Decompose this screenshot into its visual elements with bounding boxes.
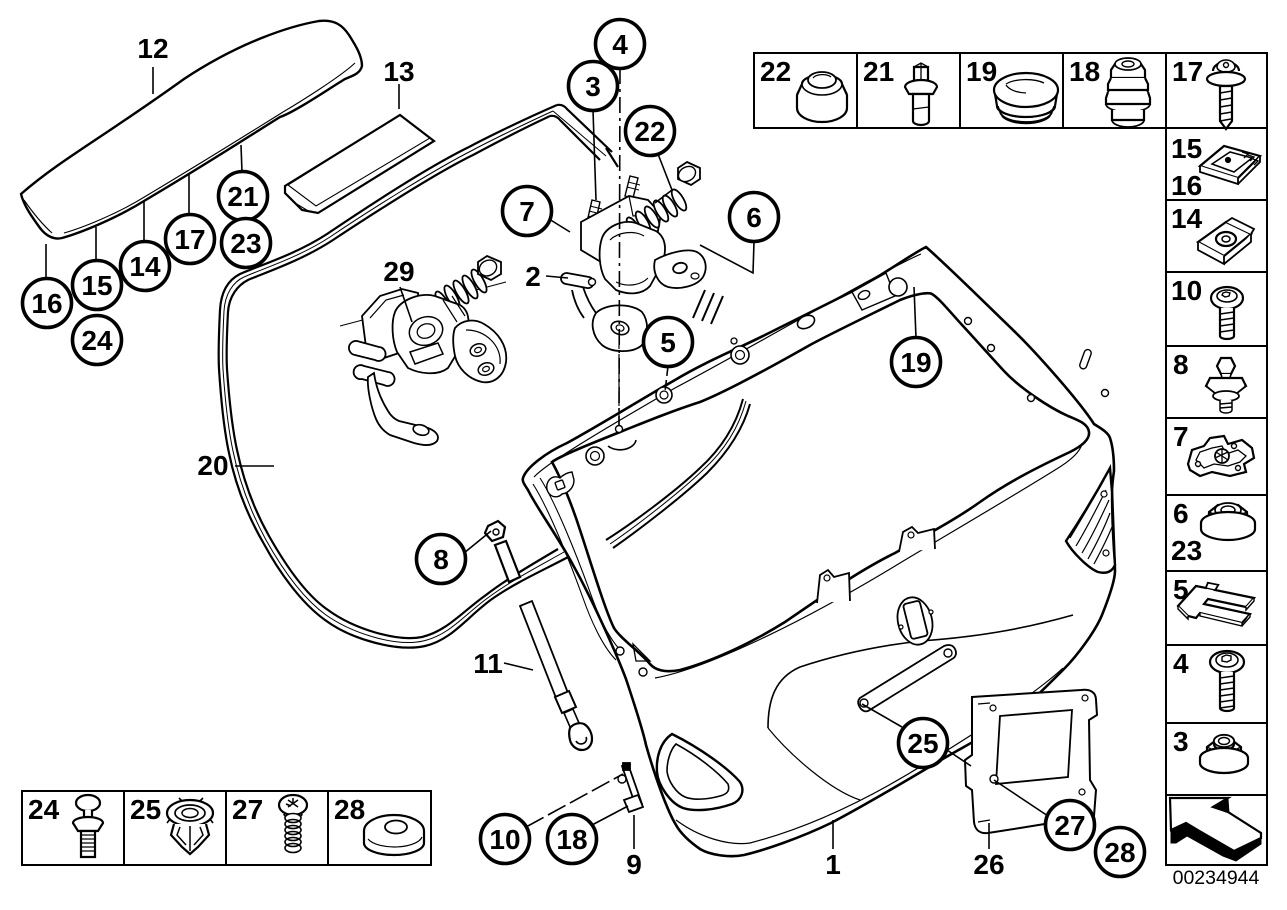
svg-text:27: 27 [232,794,263,825]
svg-text:15: 15 [81,270,112,301]
svg-text:18: 18 [556,824,587,855]
svg-text:23: 23 [230,228,261,259]
svg-text:22: 22 [634,116,665,147]
svg-text:25: 25 [907,728,938,759]
svg-text:6: 6 [746,202,762,233]
svg-text:4: 4 [612,29,628,60]
svg-text:1: 1 [825,849,841,880]
svg-text:15: 15 [1171,133,1202,164]
svg-text:17: 17 [174,224,205,255]
svg-text:8: 8 [433,544,449,575]
svg-text:23: 23 [1171,535,1202,566]
svg-text:28: 28 [1104,837,1135,868]
svg-text:27: 27 [1054,810,1085,841]
svg-text:00234944: 00234944 [1173,867,1260,889]
svg-text:10: 10 [1171,275,1202,306]
svg-text:12: 12 [137,33,168,64]
svg-text:19: 19 [966,56,997,87]
svg-text:18: 18 [1069,56,1100,87]
svg-text:5: 5 [660,327,676,358]
svg-text:28: 28 [334,794,365,825]
svg-text:24: 24 [28,794,60,825]
svg-text:3: 3 [585,71,601,102]
svg-text:16: 16 [1171,170,1202,201]
svg-text:26: 26 [973,849,1004,880]
svg-text:4: 4 [1173,648,1189,679]
svg-text:9: 9 [626,849,642,880]
svg-text:6: 6 [1173,498,1189,529]
svg-text:21: 21 [863,56,894,87]
svg-text:24: 24 [81,325,113,356]
svg-text:7: 7 [1173,421,1189,452]
svg-text:3: 3 [1173,726,1189,757]
svg-text:16: 16 [31,288,62,319]
svg-text:21: 21 [227,181,258,212]
svg-text:22: 22 [760,56,791,87]
svg-text:2: 2 [525,261,541,292]
svg-text:11: 11 [473,648,503,679]
svg-text:10: 10 [489,824,520,855]
svg-text:13: 13 [383,56,414,87]
svg-text:20: 20 [197,450,228,481]
svg-text:19: 19 [900,347,931,378]
svg-text:7: 7 [519,196,535,227]
svg-text:14: 14 [129,251,161,282]
svg-text:25: 25 [130,794,161,825]
svg-text:8: 8 [1173,349,1189,380]
svg-text:17: 17 [1172,56,1203,87]
svg-text:29: 29 [383,256,414,287]
svg-text:14: 14 [1171,203,1203,234]
